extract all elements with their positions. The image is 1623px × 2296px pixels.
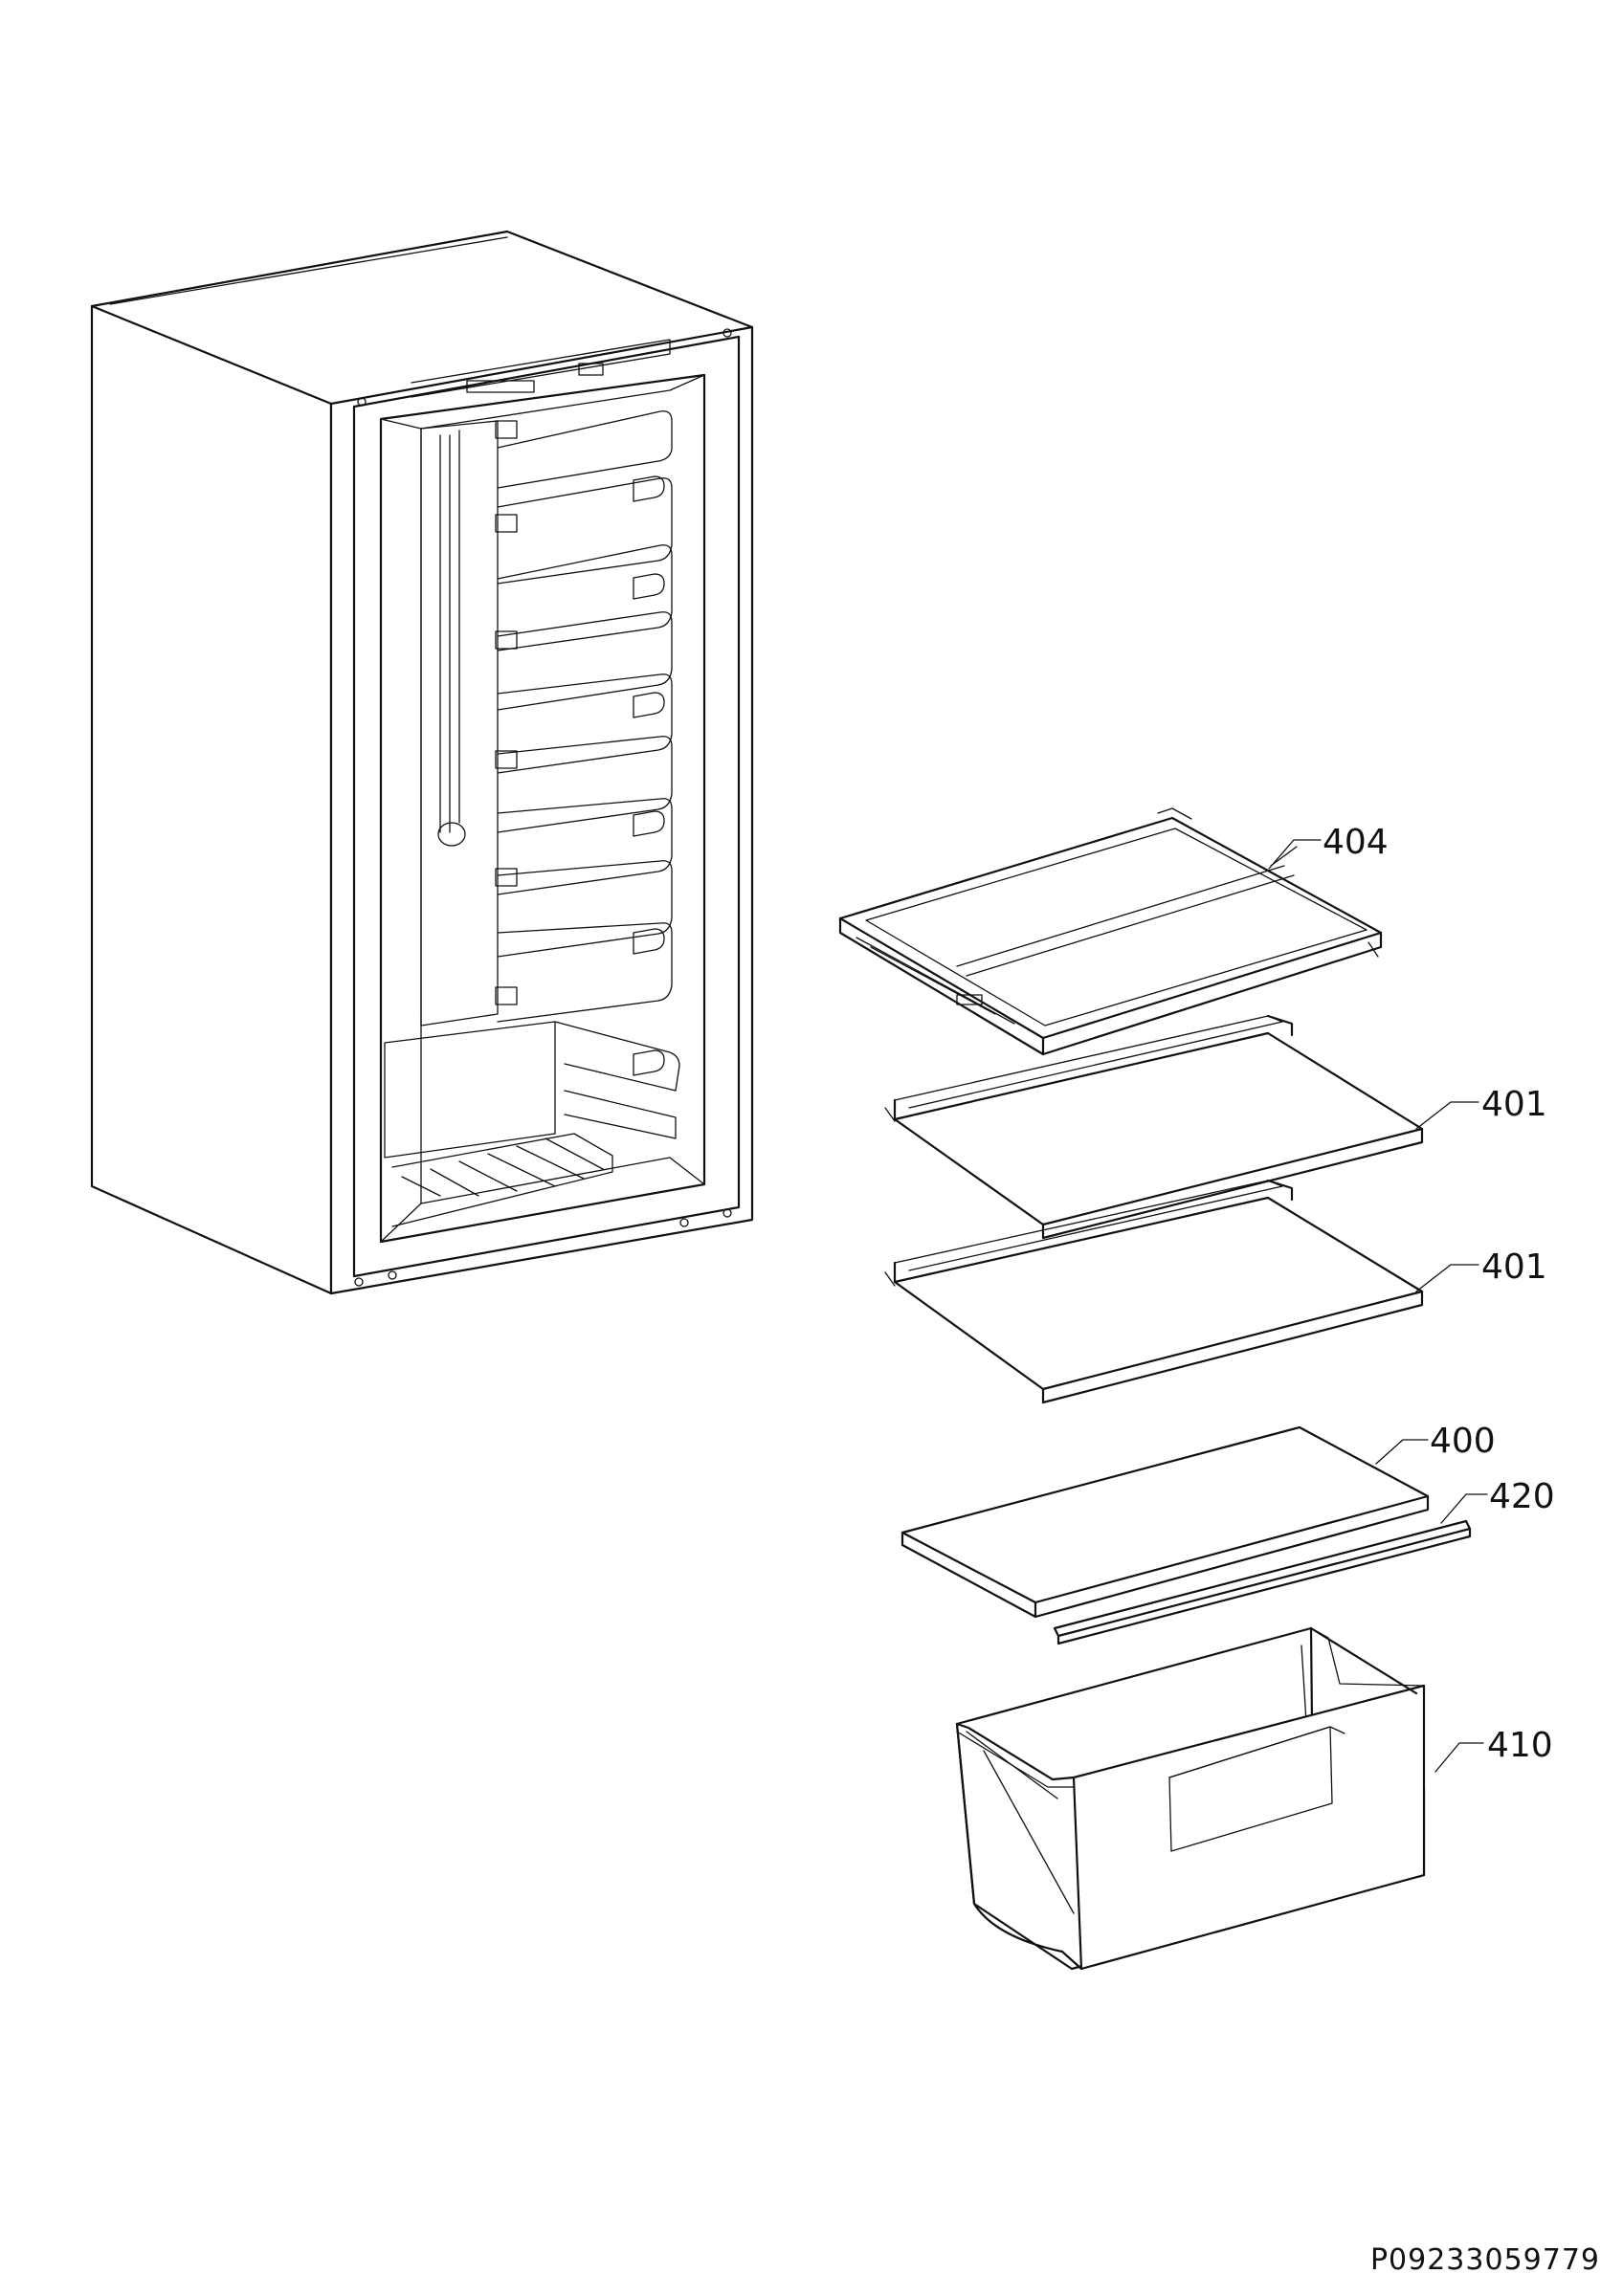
part-404-shelf-with-frame: 404 xyxy=(838,807,1389,1056)
cabinet-front-frame xyxy=(329,325,754,1295)
leader-420 xyxy=(1440,1493,1488,1524)
part-401-glass-shelf-lower: 401 xyxy=(884,1179,1547,1404)
leader-400 xyxy=(1375,1439,1429,1465)
label-401-lower: 401 xyxy=(1481,1247,1547,1287)
label-410: 410 xyxy=(1487,1726,1553,1765)
leader-401-lower xyxy=(1415,1264,1479,1292)
label-404: 404 xyxy=(1323,823,1389,862)
label-401-upper: 401 xyxy=(1481,1085,1547,1124)
cabinet-side-panel xyxy=(90,304,333,1295)
label-420: 420 xyxy=(1489,1477,1555,1516)
shelf-support-clips xyxy=(495,420,518,1005)
shelf-rails xyxy=(497,410,673,1023)
part-400-glass-plate: 400 xyxy=(900,1422,1496,1619)
part-420-trim-strip: 420 xyxy=(1053,1477,1555,1645)
front-support-clips xyxy=(633,475,665,1076)
part-401-glass-shelf-upper: 401 xyxy=(884,1014,1547,1240)
leader-401-upper xyxy=(1415,1101,1479,1130)
leader-404 xyxy=(1268,839,1322,870)
document-code: P09233059779 xyxy=(1369,2243,1600,2277)
label-400: 400 xyxy=(1430,1422,1496,1461)
leader-410 xyxy=(1434,1742,1484,1773)
part-410-crisper-drawer: 410 xyxy=(955,1626,1553,1971)
refrigerator-cabinet xyxy=(90,230,754,1295)
cabinet-floor-ribs xyxy=(391,1133,613,1227)
